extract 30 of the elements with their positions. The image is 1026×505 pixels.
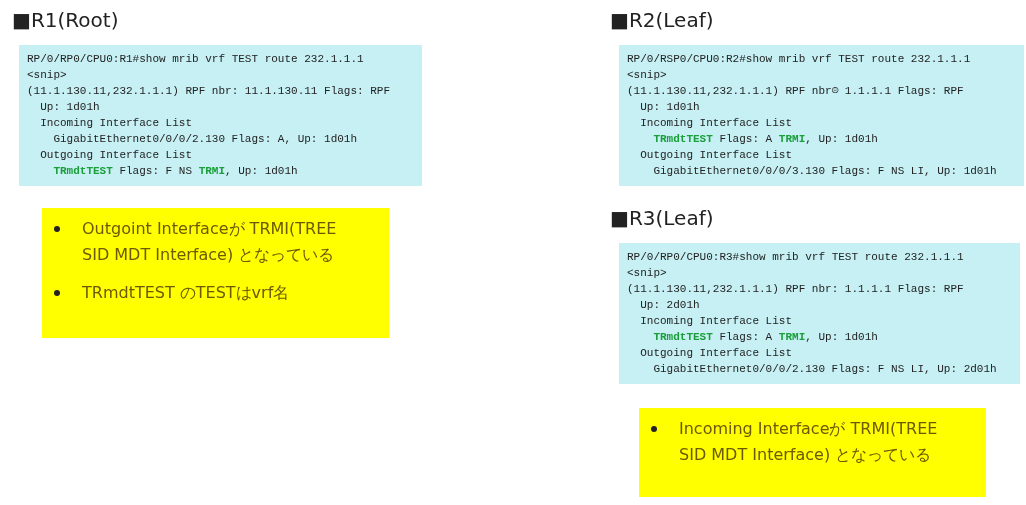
code-line: (11.1.130.11,232.1.1.1) RPF nbr: 11.1.130.11 Flags: RPF (27, 84, 391, 99)
bullet-text: Outgoint Interfaceが TRMI(TREE SID MDT Interface) となっている (82, 218, 338, 266)
bullet-text: Incoming Interfaceが TRMI(TREE SID MDT Interface) となっている (679, 418, 939, 466)
code-line: <snip> (627, 266, 667, 281)
code-line: RP/0/RSP0/CPU0:R2#show mrib vrf TEST route 232.1.1.1 (627, 52, 971, 67)
code-line: GigabitEthernet0/0/0/2.130 Flags: F NS LI, Up: 2d01h (653, 362, 997, 377)
code-line: GigabitEthernet0/0/0/2.130 Flags: A, Up: 1d01h (53, 132, 358, 147)
code-line: Incoming Interface List (640, 116, 792, 131)
code-line: RP/0/RP0/CPU0:R1#show mrib vrf TEST route 232.1.1.1 (27, 52, 364, 67)
code-line: (11.1.130.11,232.1.1.1) RPF nbr: 1.1.1.1 Flags: RPF (627, 282, 964, 297)
code-line: Up: 2d01h (640, 298, 700, 313)
code-line: Outgoing Interface List (640, 148, 792, 163)
code-line: Outgoing Interface List (640, 346, 792, 361)
code-line: Incoming Interface List (640, 314, 792, 329)
code-line: RP/0/RP0/CPU0:R3#show mrib vrf TEST route 232.1.1.1 (627, 250, 964, 265)
code-line: <snip> (627, 68, 667, 83)
code-line: (11.1.130.11,232.1.1.1) RPF nbr☹ 1.1.1.1 Flags: RPF (627, 84, 964, 99)
section-heading: ■R2(Leaf) (610, 8, 714, 32)
section-heading: ■R3(Leaf) (610, 206, 714, 230)
code-line: TRmdtTEST Flags: A TRMI, Up: 1d01h (653, 132, 878, 147)
code-line: Up: 1d01h (40, 100, 100, 115)
code-line: GigabitEthernet0/0/0/3.130 Flags: F NS LI, Up: 1d01h (653, 164, 997, 179)
code-line: Up: 1d01h (640, 100, 700, 115)
code-line: <snip> (27, 68, 67, 83)
code-line: Incoming Interface List (40, 116, 192, 131)
bullet-text: TRmdtTEST のTESTはvrf名 (82, 282, 291, 304)
section-heading: ■R1(Root) (12, 8, 119, 32)
code-line: Outgoing Interface List (40, 148, 192, 163)
code-line: TRmdtTEST Flags: A TRMI, Up: 1d01h (653, 330, 878, 345)
code-line: TRmdtTEST Flags: F NS TRMI, Up: 1d01h (53, 164, 298, 179)
